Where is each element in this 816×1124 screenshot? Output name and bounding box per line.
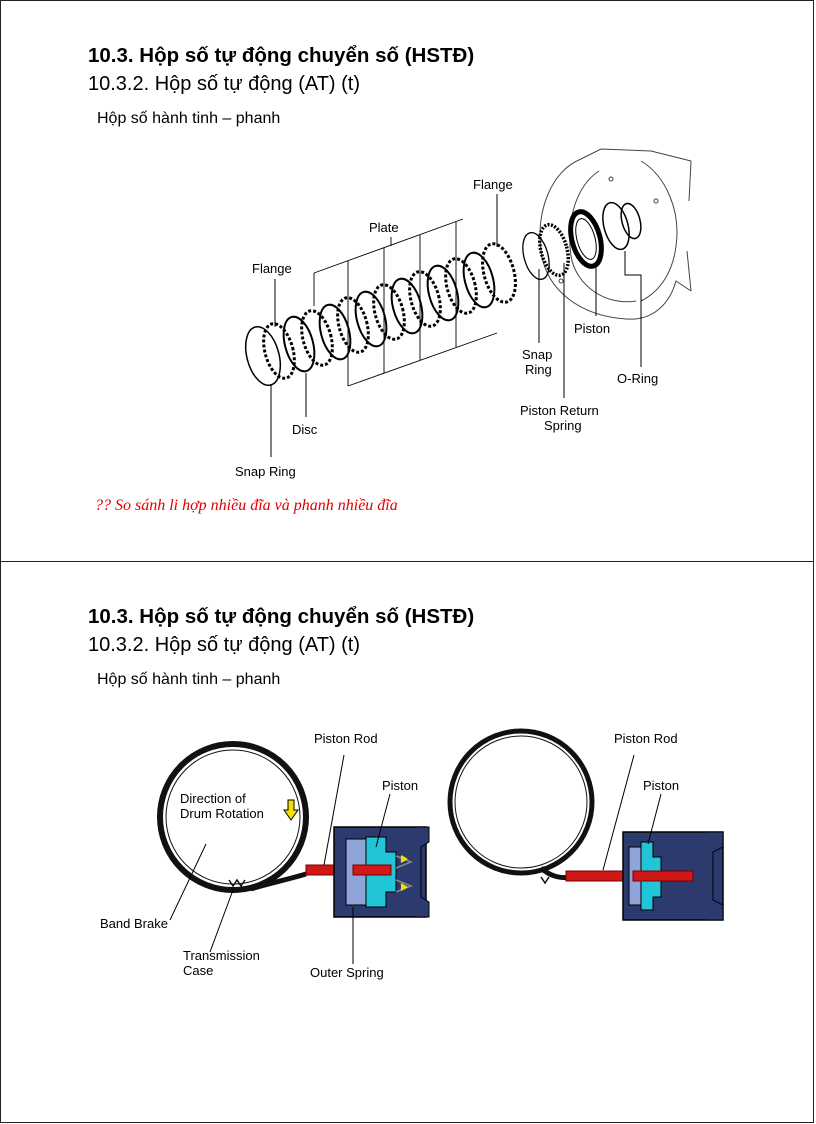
label-piston-right: Piston <box>643 778 679 793</box>
rotation-direction-arrow <box>283 799 299 821</box>
label-disc: Disc <box>292 422 318 437</box>
label-piston-rod-left: Piston Rod <box>314 731 378 746</box>
section-heading: Hộp số hành tinh – phanh <box>97 671 281 688</box>
label-flange-right: Flange <box>473 177 513 192</box>
label-outer-spring: Outer Spring <box>310 965 384 980</box>
piston-assembly-right <box>565 831 724 921</box>
label-transmission-line1: Transmission <box>183 948 260 963</box>
comparison-note: ?? So sánh li hợp nhiều đĩa và phanh nhi… <box>95 497 398 514</box>
label-direction-line2: Drum Rotation <box>180 806 264 821</box>
slide-1: 10.3. Hộp số tự động chuyển số (HSTĐ) 10… <box>0 0 814 562</box>
label-snap-ring-line2: Ring <box>525 362 552 377</box>
slide-subtitle: 10.3.2. Hộp số tự động (AT) (t) <box>88 634 361 656</box>
leader-lines <box>270 194 642 457</box>
label-piston: Piston <box>574 321 610 336</box>
label-snap-ring-bottom: Snap Ring <box>235 464 296 479</box>
plate-bracket <box>313 218 498 387</box>
band-brake-diagram: Piston Rod Piston Direction of Drum Rota… <box>100 728 724 980</box>
section-heading: Hộp số hành tinh – phanh <box>97 110 281 127</box>
label-direction-line1: Direction of <box>180 791 246 806</box>
label-piston-return-line1: Piston Return <box>520 403 599 418</box>
label-band-brake: Band Brake <box>100 916 168 931</box>
multi-plate-brake-diagram: Flange Plate Flange Piston Snap Ring O-R… <box>235 148 692 479</box>
slide-subtitle: 10.3.2. Hộp số tự động (AT) (t) <box>88 73 361 95</box>
label-plate: Plate <box>369 220 399 235</box>
label-o-ring: O-Ring <box>617 371 658 386</box>
transmission-case-drawing <box>539 148 692 320</box>
slide-title: 10.3. Hộp số tự động chuyển số (HSTĐ) <box>88 605 475 628</box>
slide-title: 10.3. Hộp số tự động chuyển số (HSTĐ) <box>88 44 475 67</box>
piston-assembly-left <box>305 826 430 918</box>
leader-lines <box>169 754 662 964</box>
label-transmission-line2: Case <box>183 963 213 978</box>
label-piston-return-line2: Spring <box>544 418 582 433</box>
label-flange-left: Flange <box>252 261 292 276</box>
band-brake-right <box>447 728 595 885</box>
label-snap-ring-line1: Snap <box>522 347 552 362</box>
label-piston-rod-right: Piston Rod <box>614 731 678 746</box>
label-piston-left: Piston <box>382 778 418 793</box>
clutch-pack-rings <box>244 201 642 387</box>
slide-2: 10.3. Hộp số tự động chuyển số (HSTĐ) 10… <box>0 561 814 1123</box>
